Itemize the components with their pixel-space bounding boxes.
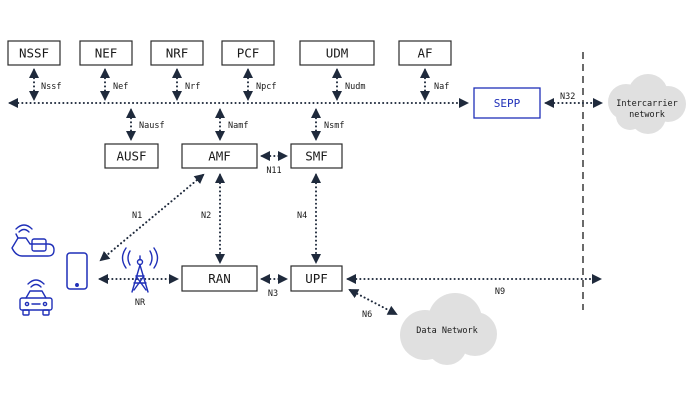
if-label-namf: Namf [228, 121, 248, 131]
smartphone-icon [66, 252, 88, 290]
if-label-n11: N11 [266, 166, 281, 176]
if-label-n3: N3 [268, 289, 278, 299]
upf-label: UPF [305, 271, 328, 286]
if-label-n4: N4 [297, 211, 307, 221]
pcf-box: PCF [221, 40, 275, 66]
if-label-n9: N9 [495, 287, 505, 297]
ausf-label: AUSF [116, 149, 146, 164]
pcf-label: PCF [237, 46, 260, 61]
nef-box: NEF [79, 40, 133, 66]
af-label: AF [417, 46, 432, 61]
upf-box: UPF [290, 265, 343, 292]
amf-label: AMF [208, 149, 231, 164]
if-label-naf: Naf [434, 82, 449, 92]
n1-link [99, 173, 205, 262]
if-label-nef: Nef [113, 82, 128, 92]
intercarrier-label-line2: network [629, 110, 665, 120]
sepp-label: SEPP [494, 97, 521, 110]
nrf-label: NRF [166, 46, 189, 61]
ran-box: RAN [181, 265, 258, 292]
if-label-n32: N32 [560, 92, 575, 102]
if-label-nsmf: Nsmf [324, 121, 344, 131]
if-label-n6: N6 [362, 310, 372, 320]
radio-tower-icon [121, 247, 159, 293]
if-label-nssf: Nssf [41, 82, 61, 92]
smartwatch-icon [11, 224, 55, 257]
af-box: AF [398, 40, 452, 66]
nssf-box: NSSF [7, 40, 61, 66]
smf-box: SMF [290, 143, 343, 169]
intercarrier-network-cloud: Intercarrier network [608, 74, 686, 134]
if-label-n2: N2 [201, 211, 211, 221]
amf-box: AMF [181, 143, 258, 169]
data-network-cloud: Data Network [400, 293, 497, 365]
udm-label: UDM [326, 46, 349, 61]
if-label-nudm: Nudm [345, 82, 365, 92]
car-icon [19, 279, 53, 316]
intercarrier-label-line1: Intercarrier [616, 99, 677, 109]
ausf-box: AUSF [104, 143, 159, 169]
if-label-npcf: Npcf [256, 82, 276, 92]
nssf-label: NSSF [19, 46, 49, 61]
n6-link [348, 289, 398, 315]
if-label-nrf: Nrf [185, 82, 200, 92]
smf-label: SMF [305, 149, 328, 164]
if-label-nr: NR [135, 298, 146, 308]
if-label-nausf: Nausf [139, 121, 165, 131]
sepp-box: SEPP [473, 87, 541, 119]
nef-label: NEF [95, 46, 118, 61]
udm-box: UDM [299, 40, 375, 66]
data-network-label: Data Network [416, 326, 477, 336]
nrf-box: NRF [150, 40, 204, 66]
ran-label: RAN [208, 271, 231, 286]
if-label-n1: N1 [132, 211, 142, 221]
